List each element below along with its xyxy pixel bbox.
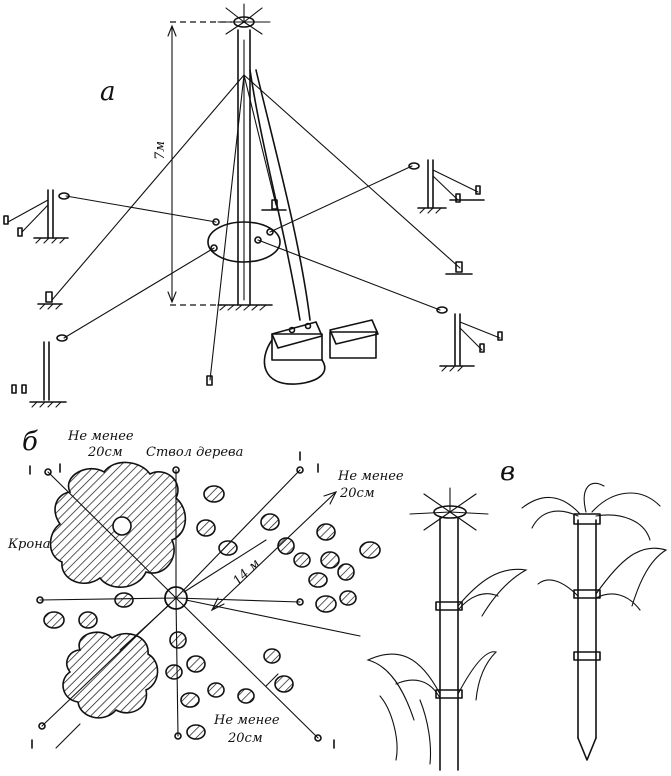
- stake-center: [206, 199, 287, 386]
- stake-left: [37, 291, 63, 310]
- min-dist-bottom-line1: Не менее: [213, 713, 280, 728]
- stake-right-mid: [445, 261, 473, 275]
- min-dist-top-line1: Не менее: [67, 429, 134, 444]
- insulator-ring: [207, 221, 281, 263]
- post-with-cap: [366, 487, 528, 771]
- tree-crown-lower: [62, 631, 159, 719]
- post-left-upper: [3, 189, 70, 244]
- tree-trunk: [112, 516, 132, 536]
- post-right-upper: [408, 159, 485, 214]
- guy-wires-top: [51, 74, 461, 381]
- bushes: [43, 485, 381, 740]
- panel-b-radials: [39, 469, 361, 739]
- post-left-lower: [11, 334, 68, 408]
- panel-a-label: а: [100, 77, 116, 107]
- lead-wire-2: [255, 69, 311, 321]
- panel-v: в: [366, 457, 668, 771]
- radial-wires: [63, 165, 441, 339]
- min-dist-right-line1: Не менее: [337, 469, 404, 484]
- panel-v-label: в: [500, 457, 515, 487]
- panel-b-anchors: [29, 451, 335, 749]
- panel-b-label: б: [22, 427, 38, 457]
- battery-boxes: [263, 319, 379, 385]
- height-dimension: 7м: [153, 21, 232, 306]
- distance-label: 14 м: [230, 556, 263, 589]
- tree-trunk-label: Ствол дерева: [146, 445, 243, 460]
- crown-label: Крона: [7, 537, 51, 552]
- min-dist-top-line2: 20см: [87, 445, 123, 460]
- min-dist-bottom-line2: 20см: [227, 731, 263, 746]
- height-label: 7м: [153, 141, 168, 160]
- ring-insulators: [210, 218, 274, 252]
- panel-a: а: [3, 3, 503, 408]
- post-with-brush: [521, 482, 668, 761]
- mast-a: [217, 3, 273, 311]
- post-right-lower: [436, 306, 503, 372]
- panel-b: б Не менее 20см Ствол дерева Не менее 20…: [7, 427, 404, 749]
- lead-wire-1: [249, 69, 301, 321]
- min-dist-right-line2: 20см: [339, 486, 375, 501]
- top-radials: [217, 3, 271, 35]
